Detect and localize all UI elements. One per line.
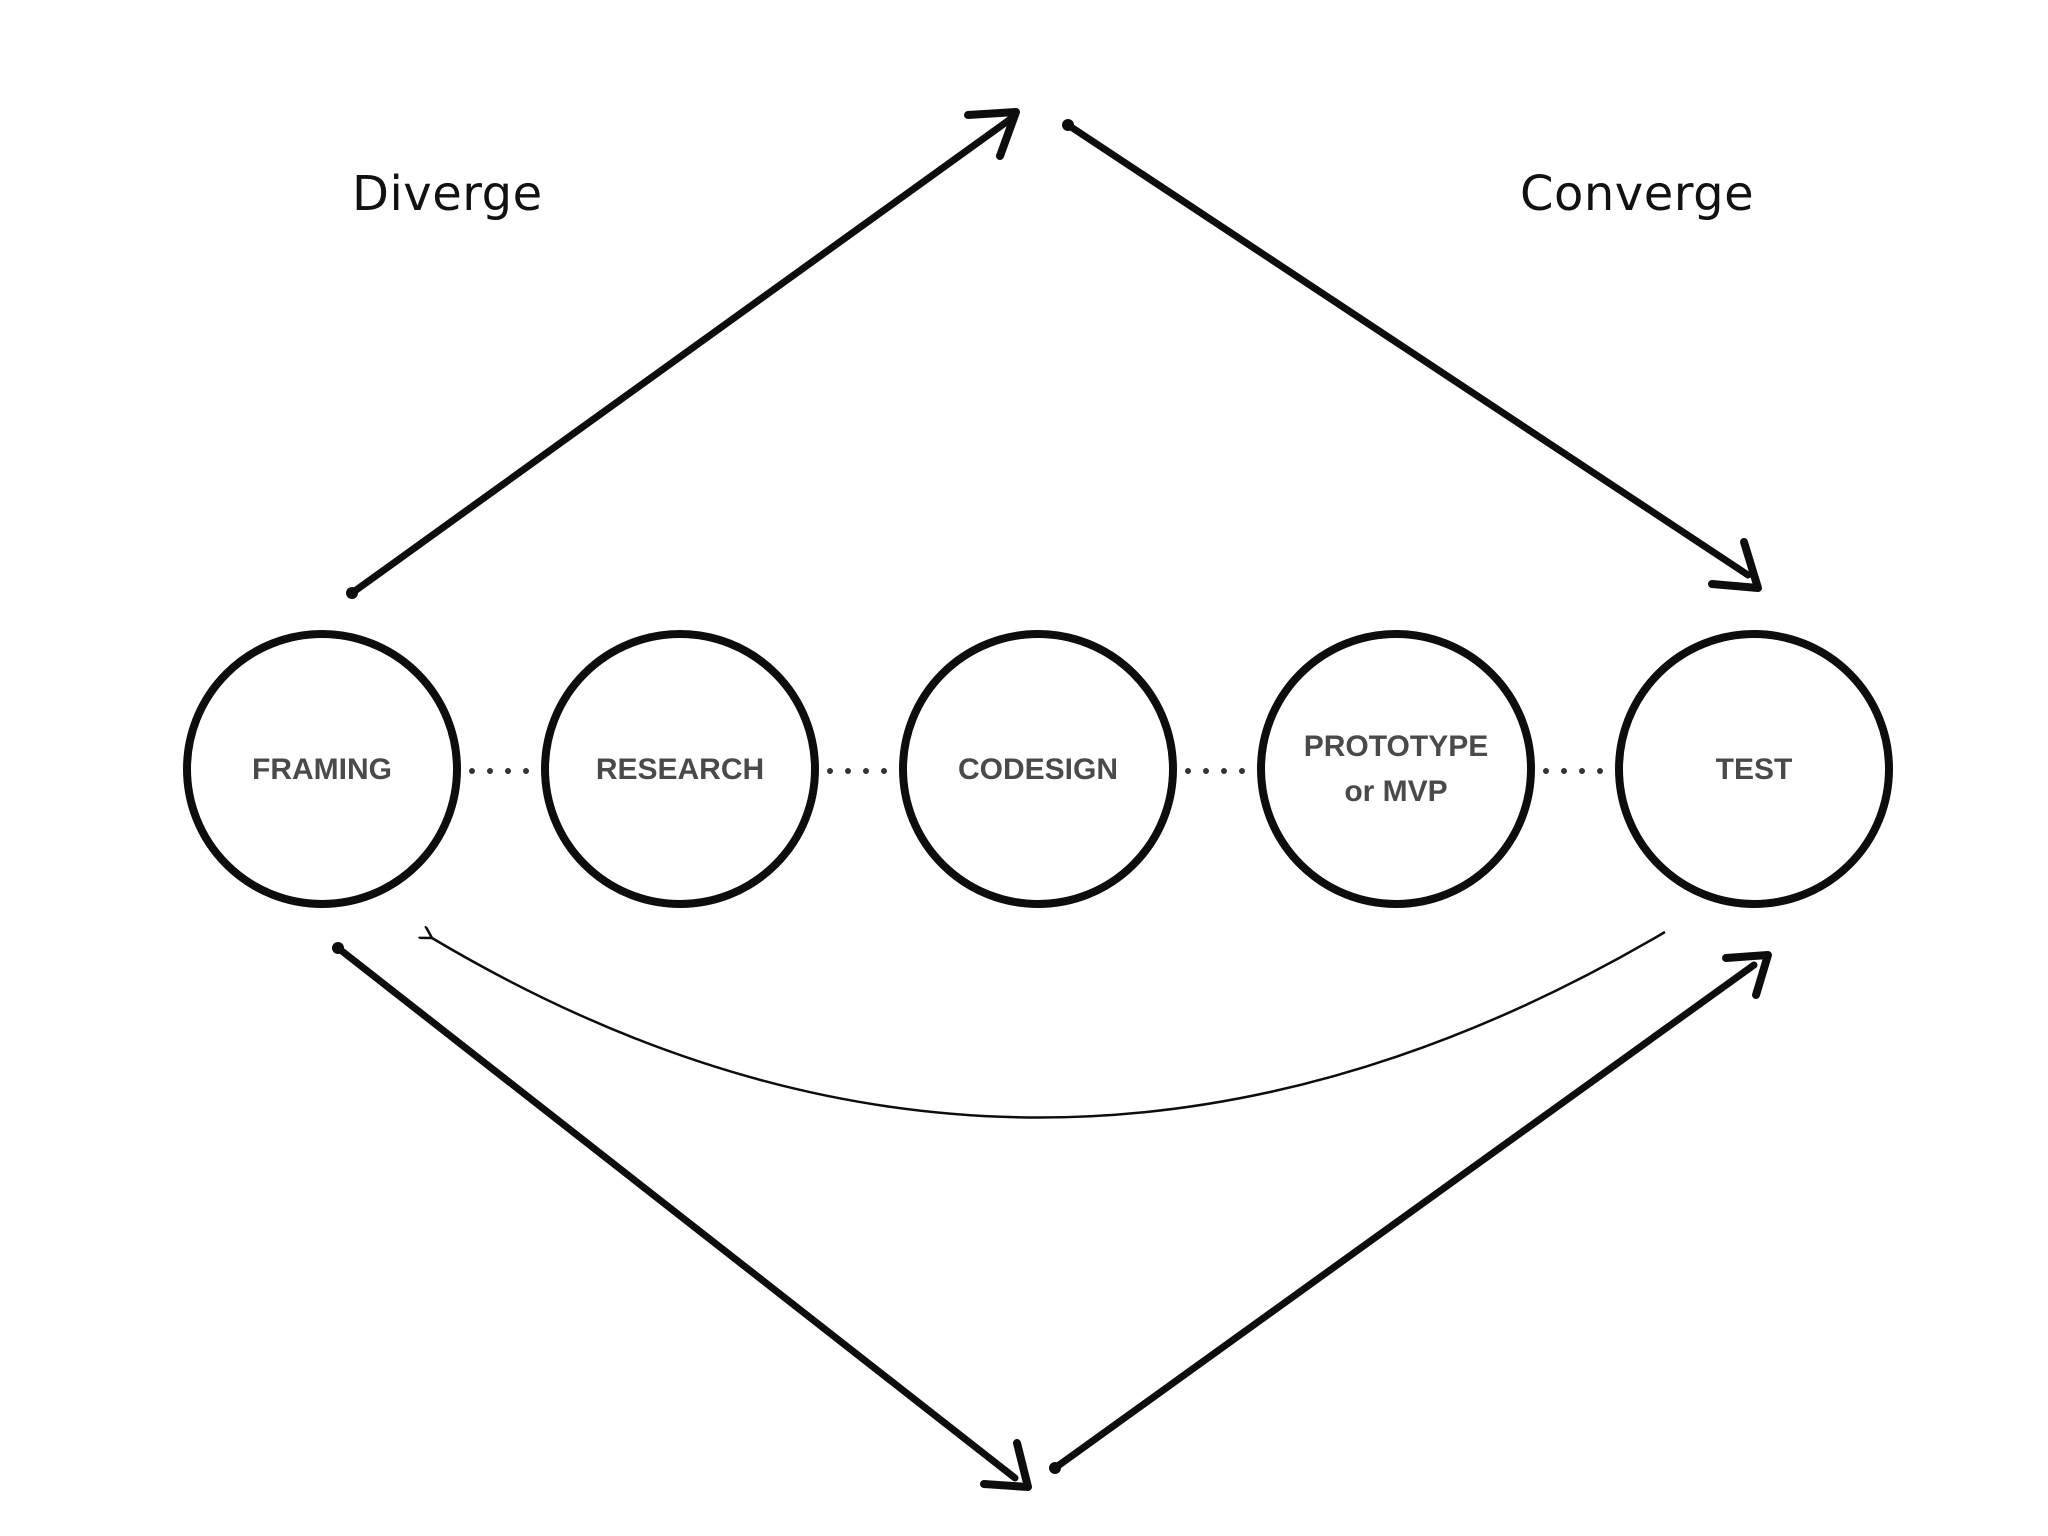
stage-test-label: TEST — [1716, 747, 1793, 792]
converge-label: Converge — [1520, 166, 1755, 222]
diverge-arrow-bottom — [332, 942, 1032, 1491]
stage-framing-text: FRAMING — [252, 752, 392, 786]
converge-arrow-top — [1062, 119, 1762, 592]
stage-research: RESEARCH — [541, 630, 819, 908]
stage-framing: FRAMING — [183, 630, 461, 908]
stage-test: TEST — [1615, 630, 1893, 908]
stage-prototype-text-line2: or MVP — [1344, 775, 1448, 808]
stage-research-text: RESEARCH — [595, 752, 765, 786]
stage-research-label: RESEARCH — [596, 747, 764, 792]
stage-codesign-label: CODESIGN — [958, 747, 1118, 792]
feedback-loop-arrow — [432, 932, 1666, 1119]
stage-codesign: CODESIGN — [899, 630, 1177, 908]
stage-prototype-label: PROTOTYPE or MVP — [1304, 724, 1488, 814]
stage-prototype: PROTOTYPE or MVP — [1257, 630, 1535, 908]
stage-test-text: TEST — [1715, 752, 1793, 786]
converge-arrow-bottom — [1049, 951, 1772, 1474]
diverge-label: Diverge — [352, 166, 543, 222]
stage-framing-label: FRAMING — [252, 747, 392, 792]
diverge-arrow-top — [346, 108, 1020, 599]
stage-codesign-text: CODESIGN — [957, 752, 1119, 786]
stage-prototype-text-line1: PROTOTYPE — [1303, 730, 1489, 763]
stage-connectors — [469, 768, 1603, 774]
